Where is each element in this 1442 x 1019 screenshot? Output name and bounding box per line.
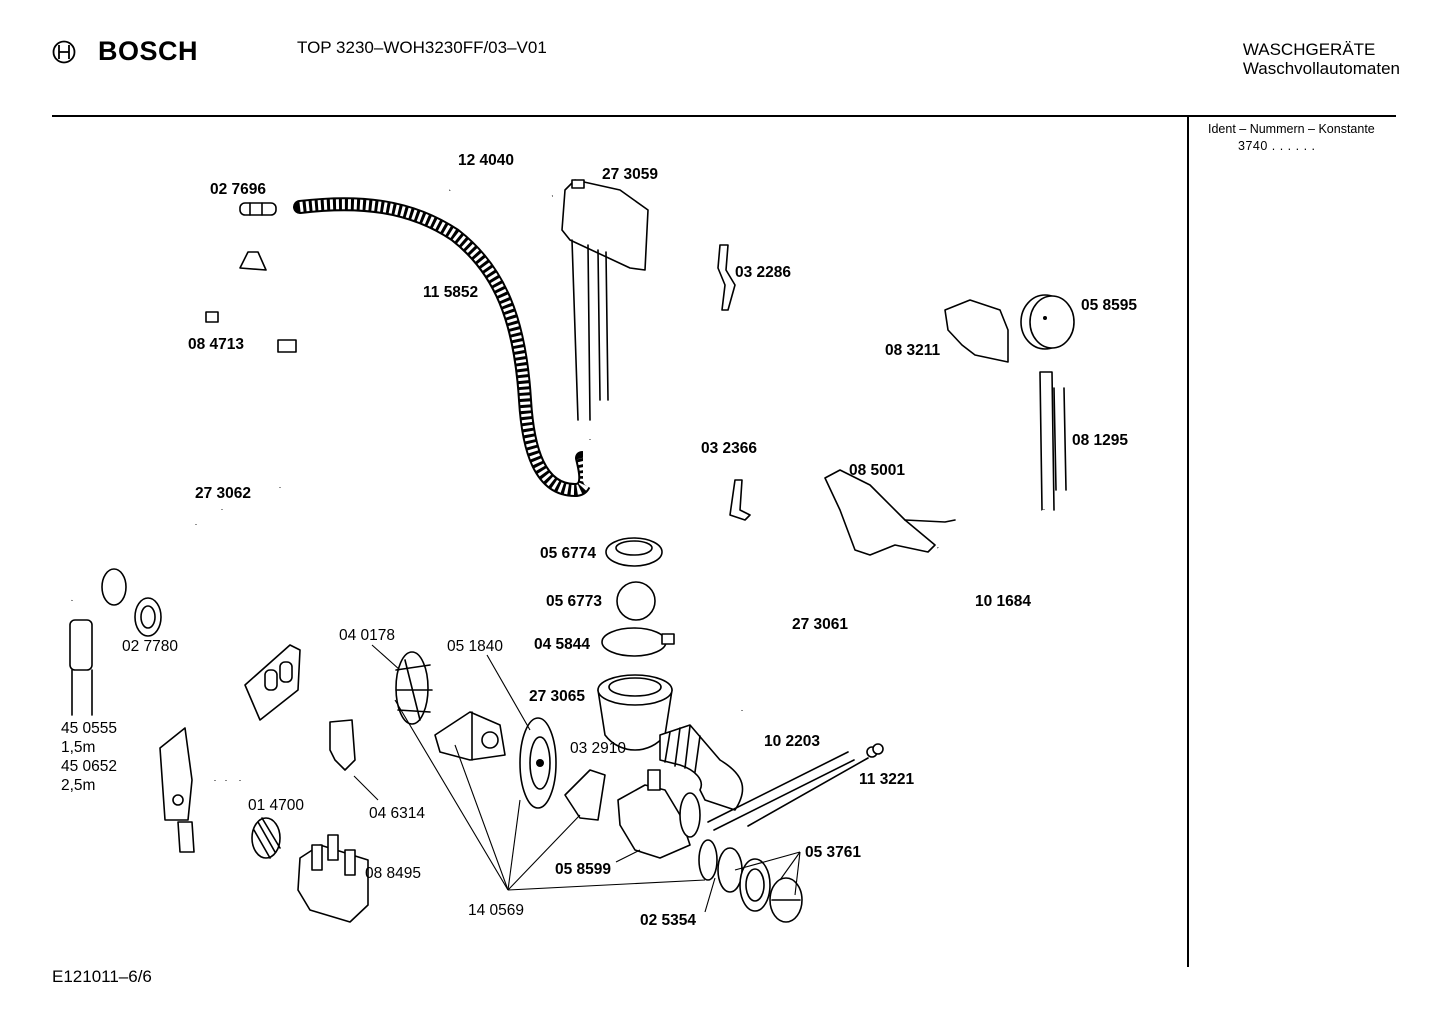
- label-450555: 45 0555: [61, 720, 117, 737]
- label-053761: 05 3761: [805, 844, 861, 861]
- label-025354: 02 5354: [640, 912, 696, 929]
- label-032910: 03 2910: [570, 740, 626, 757]
- label-058599: 05 8599: [555, 861, 611, 878]
- label-051840: 05 1840: [447, 638, 503, 655]
- seal-piece-drawing: [564, 769, 606, 821]
- label-056773: 05 6773: [546, 593, 602, 610]
- ident-block: Ident – Nummern – Konstante 3740 . . . .…: [1208, 121, 1375, 155]
- ball-drawing: [616, 581, 656, 621]
- label-115852: 11 5852: [423, 284, 478, 301]
- label-140569: 14 0569: [468, 902, 524, 919]
- holder-bracket-drawing: [824, 469, 936, 556]
- brand-block: BOSCH: [52, 36, 198, 67]
- header-rule: [52, 115, 1396, 117]
- label-027696: 02 7696: [210, 181, 266, 198]
- label-101684: 10 1684: [975, 593, 1031, 610]
- category-line-2: Waschvollautomaten: [1242, 59, 1400, 78]
- category-line-1: WASCHGERÄTE: [1242, 40, 1376, 59]
- label-040178: 04 0178: [339, 627, 395, 644]
- label-084713: 08 4713: [188, 336, 244, 353]
- tube-drawing: [1039, 371, 1055, 511]
- label-102203: 10 2203: [764, 733, 820, 750]
- mounting-plate-drawing: [159, 727, 193, 821]
- pressure-switch-drawing: [1020, 294, 1075, 350]
- label-273061: 27 3061: [792, 616, 848, 633]
- label-085001: 08 5001: [849, 462, 905, 479]
- label-450652: 45 0652: [61, 758, 117, 775]
- model-title: TOP 3230–WOH3230FF/03–V01: [297, 38, 547, 57]
- rod-drawing: [707, 751, 855, 831]
- label-273059: 27 3059: [602, 166, 658, 183]
- pump-housing-drawing: [617, 769, 701, 859]
- category-heading: WASCHGERÄTE Waschvollautomaten: [1243, 40, 1400, 78]
- footer-code: E121011–6/6: [52, 967, 152, 986]
- ring-clamp-drawing: [601, 627, 675, 657]
- filter-parts-drawing: [698, 839, 803, 923]
- drain-hose-drawing: [293, 197, 593, 498]
- label-032366: 03 2366: [701, 440, 757, 457]
- connector-drawing: [239, 202, 277, 216]
- inlet-valve-drawing: [297, 834, 369, 923]
- pump-disc-drawing: [519, 717, 557, 809]
- small-hose-drawing: [937, 509, 1046, 587]
- label-083211: 08 3211: [885, 342, 941, 359]
- cap-drawing: [329, 719, 356, 771]
- part-labels: 02 7696 12 4040 27 3059 08 4713 11 5852 …: [61, 152, 1137, 929]
- spring-clip-drawing: [729, 479, 751, 521]
- label-046314: 04 6314: [369, 805, 425, 822]
- label-056774: 05 6774: [540, 545, 596, 562]
- hose-bracket-drawing: [561, 179, 649, 421]
- brand-name: BOSCH: [98, 36, 199, 66]
- label-088495: 08 8495: [365, 865, 421, 882]
- leader-lines: [353, 644, 801, 913]
- label-081295: 08 1295: [1072, 432, 1128, 449]
- label-014700: 01 4700: [248, 797, 304, 814]
- label-113221: 11 3221: [859, 771, 915, 788]
- ident-title: Ident – Nummern – Konstante: [1208, 122, 1375, 136]
- sump-housing-drawing: [597, 674, 744, 811]
- label-032286: 03 2286: [735, 264, 791, 281]
- impeller-drawing: [395, 651, 433, 725]
- label-len2: 2,5m: [61, 777, 95, 794]
- overflow-pipe-drawing: [583, 439, 787, 711]
- label-058595: 05 8595: [1081, 297, 1137, 314]
- pipe-clamp-drawing: [205, 251, 298, 353]
- inlet-pipes-drawing: [193, 487, 283, 781]
- inlet-filter-drawing: [251, 817, 281, 859]
- label-124040: 12 4040: [458, 152, 514, 169]
- pump-motor-drawing: [434, 711, 506, 761]
- label-273062: 27 3062: [195, 485, 251, 502]
- clip-drawing: [717, 244, 736, 311]
- nut-ring-drawing: [134, 597, 162, 637]
- label-len1: 1,5m: [61, 739, 95, 756]
- seal-drawing: [605, 537, 663, 567]
- label-273065: 27 3065: [529, 688, 585, 705]
- drain-elbow-drawing: [67, 561, 127, 716]
- bosch-logo-icon: [52, 40, 76, 63]
- label-045844: 04 5844: [534, 636, 590, 653]
- sensor-bracket-drawing: [944, 299, 1009, 363]
- ident-value: 3740 . . . . . .: [1238, 139, 1316, 153]
- side-rule: [1187, 117, 1189, 967]
- label-027780: 02 7780: [122, 638, 178, 655]
- pin-drawing: [866, 743, 884, 758]
